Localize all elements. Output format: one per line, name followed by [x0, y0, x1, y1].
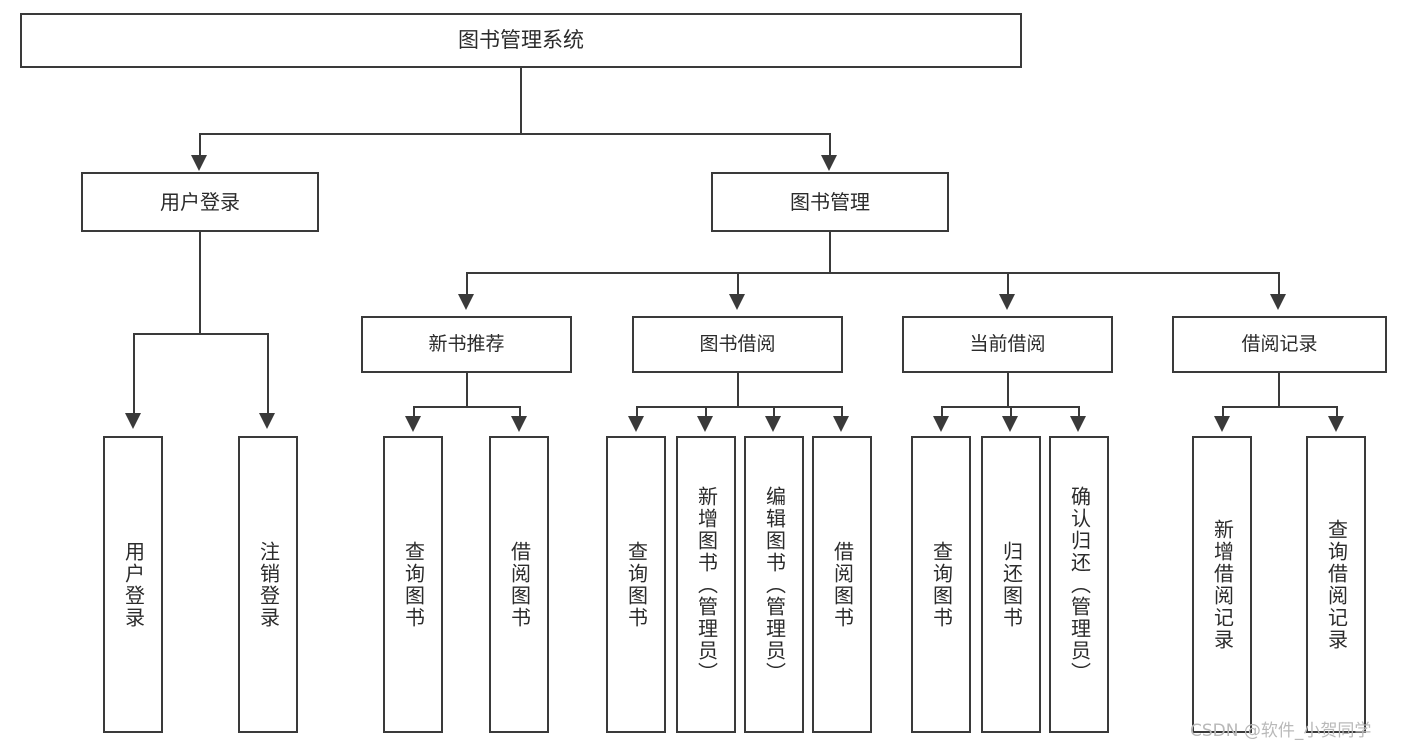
arrow-bb-leaf-4 — [833, 416, 849, 432]
node-label: 借阅图书 — [830, 540, 855, 629]
connector-br-bar — [1222, 406, 1336, 408]
node-label: 查询借阅记录 — [1324, 518, 1349, 651]
connector-bb-stem — [737, 373, 739, 407]
leaf-edit-book-admin[interactable]: 编辑图书（管理员） — [744, 436, 804, 733]
leaf-query-book-bb[interactable]: 查询图书 — [606, 436, 666, 733]
connector-nbr-to-leaf-1 — [413, 406, 415, 418]
node-label: 图书借阅 — [699, 332, 776, 355]
arrow-bb-leaf-2 — [697, 416, 713, 432]
connector-cb-to-leaf-3 — [1078, 406, 1080, 418]
leaf-query-book-cb[interactable]: 查询图书 — [911, 436, 971, 733]
connector-br-to-leaf-2 — [1336, 406, 1338, 418]
node-borrow-record[interactable]: 借阅记录 — [1172, 316, 1387, 373]
arrow-to-borrow-record — [1270, 294, 1286, 310]
arrow-br-leaf-1 — [1214, 416, 1230, 432]
connector-nbr-to-leaf-2 — [519, 406, 521, 418]
node-label: 用户登录 — [121, 540, 146, 629]
connector-bb-to-leaf-3 — [773, 406, 775, 418]
arrow-nbr-leaf-2 — [511, 416, 527, 432]
leaf-confirm-return-admin[interactable]: 确认归还（管理员） — [1049, 436, 1109, 733]
node-label: 查询图书 — [624, 540, 649, 629]
connector-user-login-stem — [199, 232, 201, 334]
leaf-borrow-book-nbr[interactable]: 借阅图书 — [489, 436, 549, 733]
node-label: 新增借阅记录 — [1210, 518, 1235, 651]
leaf-borrow-book-bb[interactable]: 借阅图书 — [812, 436, 872, 733]
arrow-to-leaf-logout — [259, 413, 275, 429]
connector-root-bar — [199, 133, 831, 135]
connector-root-stem — [520, 68, 522, 134]
connector-br-to-leaf-1 — [1222, 406, 1224, 418]
arrow-cb-leaf-2 — [1002, 416, 1018, 432]
node-book-borrow[interactable]: 图书借阅 — [632, 316, 843, 373]
node-label: 编辑图书（管理员） — [762, 485, 787, 684]
node-label: 用户登录 — [160, 189, 240, 214]
csdn-watermark: CSDN @软件_小贺同学 — [1190, 721, 1372, 741]
connector-user-login-to-leaf-1 — [133, 333, 135, 415]
connector-bb-to-leaf-1 — [636, 406, 638, 418]
node-user-login[interactable]: 用户登录 — [81, 172, 319, 232]
arrow-cb-leaf-1 — [933, 416, 949, 432]
leaf-add-borrow-record[interactable]: 新增借阅记录 — [1192, 436, 1252, 733]
arrow-to-current-borrow — [999, 294, 1015, 310]
connector-nbr-bar — [413, 406, 519, 408]
connector-bb-bar — [636, 406, 843, 408]
node-label: 注销登录 — [256, 540, 281, 629]
node-label: 归还图书 — [999, 540, 1024, 629]
node-label: 查询图书 — [929, 540, 954, 629]
leaf-query-book-nbr[interactable]: 查询图书 — [383, 436, 443, 733]
arrow-to-book-management — [821, 155, 837, 171]
connector-cb-stem — [1007, 373, 1009, 407]
leaf-logout[interactable]: 注销登录 — [238, 436, 298, 733]
connector-bb-to-leaf-2 — [705, 406, 707, 418]
node-label: 借阅图书 — [507, 540, 532, 629]
arrow-bb-leaf-1 — [628, 416, 644, 432]
node-label: 新增图书（管理员） — [694, 485, 719, 684]
connector-bm-to-borrow-record — [1278, 272, 1280, 296]
connector-bm-to-current-borrow — [1007, 272, 1009, 296]
arrow-br-leaf-2 — [1328, 416, 1344, 432]
node-label: 新书推荐 — [428, 332, 505, 355]
connector-cb-to-leaf-1 — [941, 406, 943, 418]
connector-bm-to-book-borrow — [737, 272, 739, 296]
node-root-book-management-system[interactable]: 图书管理系统 — [20, 13, 1022, 68]
connector-user-login-bar — [133, 333, 267, 335]
arrow-cb-leaf-3 — [1070, 416, 1086, 432]
arrow-nbr-leaf-1 — [405, 416, 421, 432]
leaf-add-book-admin[interactable]: 新增图书（管理员） — [676, 436, 736, 733]
node-label: 图书管理 — [790, 189, 870, 214]
connector-book-management-bar — [466, 272, 1280, 274]
node-book-management[interactable]: 图书管理 — [711, 172, 949, 232]
arrow-bb-leaf-3 — [765, 416, 781, 432]
arrow-to-leaf-user-login — [125, 413, 141, 429]
arrow-to-user-login — [191, 155, 207, 171]
connector-bm-to-new-book — [466, 272, 468, 296]
leaf-user-login[interactable]: 用户登录 — [103, 436, 163, 733]
connector-bb-to-leaf-4 — [841, 406, 843, 418]
connector-br-stem — [1278, 373, 1280, 407]
connector-nbr-stem — [466, 373, 468, 407]
connector-user-login-to-leaf-2 — [267, 333, 269, 415]
arrow-to-book-borrow — [729, 294, 745, 310]
node-label: 借阅记录 — [1241, 332, 1318, 355]
node-current-borrow[interactable]: 当前借阅 — [902, 316, 1113, 373]
leaf-return-book[interactable]: 归还图书 — [981, 436, 1041, 733]
arrow-to-new-book-recommend — [458, 294, 474, 310]
leaf-query-borrow-record[interactable]: 查询借阅记录 — [1306, 436, 1366, 733]
node-label: 当前借阅 — [969, 332, 1046, 355]
node-label: 确认归还（管理员） — [1067, 485, 1092, 684]
connector-root-to-user-login — [199, 133, 201, 157]
node-label: 查询图书 — [401, 540, 426, 629]
connector-book-management-stem — [829, 232, 831, 274]
connector-cb-to-leaf-2 — [1010, 406, 1012, 418]
connector-root-to-book-management — [829, 133, 831, 157]
node-new-book-recommend[interactable]: 新书推荐 — [361, 316, 572, 373]
node-label: 图书管理系统 — [458, 28, 584, 53]
